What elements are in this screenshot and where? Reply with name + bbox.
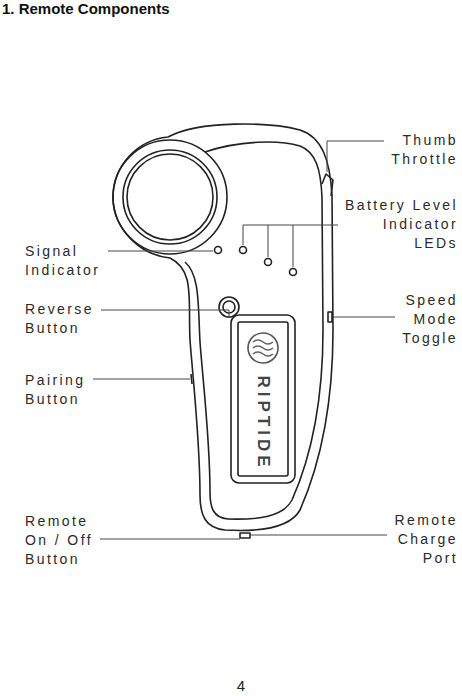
logo-circle bbox=[248, 333, 278, 363]
leader-line bbox=[293, 225, 294, 267]
leader-line bbox=[327, 141, 384, 172]
leader-line bbox=[333, 317, 395, 318]
panel-outer bbox=[231, 315, 295, 483]
page-title: 1. Remote Components bbox=[2, 0, 170, 17]
part-label: Pairing Button bbox=[25, 371, 89, 409]
logo-waves bbox=[253, 340, 273, 356]
leader-line bbox=[268, 225, 269, 257]
battery-led bbox=[240, 247, 247, 254]
remote-body-inner bbox=[185, 142, 323, 519]
page-number: 4 bbox=[237, 677, 245, 694]
part-label: Remote On / Off Button bbox=[25, 512, 96, 569]
part-label: Reverse Button bbox=[25, 300, 97, 338]
thumb-throttle bbox=[322, 174, 333, 196]
leader-line bbox=[100, 539, 240, 540]
leader-line bbox=[108, 251, 213, 252]
part-label: Thumb Throttle bbox=[388, 131, 458, 169]
thumbstick-outer bbox=[113, 140, 227, 254]
leader-line bbox=[250, 535, 387, 536]
part-label: Remote Charge Port bbox=[391, 511, 458, 568]
speed-toggle bbox=[328, 312, 332, 322]
battery-led bbox=[290, 269, 297, 276]
remote-body-outer bbox=[113, 124, 333, 530]
power-button bbox=[240, 533, 250, 538]
thumbstick-cap bbox=[127, 154, 213, 240]
panel-inner bbox=[238, 322, 288, 476]
part-label: Signal Indicator bbox=[25, 242, 104, 280]
thumbstick-inner bbox=[123, 150, 217, 244]
brand-logo: RIPTIDE bbox=[253, 375, 273, 470]
part-label: Speed Mode Toggle bbox=[399, 291, 458, 348]
leader-line bbox=[243, 225, 338, 245]
battery-led bbox=[265, 259, 272, 266]
leader-line bbox=[101, 310, 229, 318]
pairing-button bbox=[191, 374, 192, 384]
signal-led bbox=[215, 247, 222, 254]
leader-line bbox=[93, 379, 190, 380]
part-label: Battery Level Indicator LEDs bbox=[342, 196, 458, 253]
